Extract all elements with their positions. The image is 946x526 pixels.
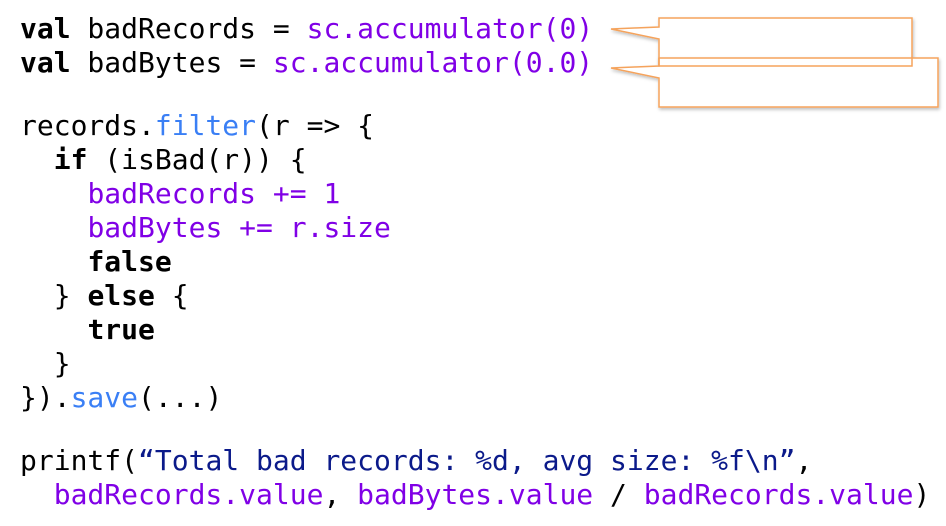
code-token-acc: badRecords.value <box>53 478 324 511</box>
code-token-plain: }). <box>20 381 71 414</box>
code-token-plain: / <box>593 478 644 511</box>
code-token-plain: badRecords = <box>70 12 307 45</box>
code-token-acc: sc.accumulator(0) <box>306 12 594 45</box>
code-token-acc: badBytes.value <box>357 478 594 511</box>
code-token-plain: } <box>20 347 71 380</box>
code-token-acc: badRecords.value <box>643 478 914 511</box>
code-line: val badBytes = sc.accumulator(0.0) <box>20 46 930 80</box>
code-token-fn: save <box>70 381 139 414</box>
code-token-kw: val <box>20 46 71 79</box>
code-token-fn: filter <box>154 109 257 142</box>
code-line: badBytes += r.size <box>20 211 930 245</box>
code-token-str: “Total bad records: %d, avg size: %f\n” <box>138 444 796 477</box>
code-token-plain: (...) <box>138 381 223 414</box>
code-block: val badRecords = sc.accumulator(0)val ba… <box>20 12 930 512</box>
code-token-kw: else <box>87 279 155 312</box>
code-line: }).save(...) <box>20 381 930 415</box>
code-line: badRecords += 1 <box>20 177 930 211</box>
code-line: badRecords.value, badBytes.value / badRe… <box>20 478 931 512</box>
code-token-acc: badBytes += r.size <box>87 211 391 244</box>
code-line: true <box>20 313 930 347</box>
code-line: false <box>20 245 930 279</box>
code-token-acc: sc.accumulator(0.0) <box>272 46 594 79</box>
code-token-plain: records. <box>20 109 155 142</box>
code-token-plain: printf( <box>20 444 139 477</box>
callout-overlap-edge <box>658 58 913 67</box>
code-line: } <box>20 347 930 381</box>
code-token-plain: , <box>795 444 813 477</box>
code-line: val badRecords = sc.accumulator(0) <box>20 12 930 46</box>
code-token-plain: (r => { <box>256 109 375 142</box>
callout-badrecords <box>610 17 913 67</box>
code-token-kw: val <box>20 12 71 45</box>
callout-badbytes <box>610 57 939 108</box>
code-token-plain: (isBad(r)) { <box>87 143 307 176</box>
code-token-plain: ) <box>913 478 931 511</box>
code-line: printf(“Total bad records: %d, avg size:… <box>20 444 930 478</box>
code-token-kw: if <box>53 143 88 176</box>
code-token-plain: , <box>323 478 358 511</box>
code-line: if (isBad(r)) { <box>20 143 930 177</box>
code-token-plain: { <box>154 279 189 312</box>
code-line: } else { <box>20 279 930 313</box>
code-token-kw: true <box>87 313 155 346</box>
code-token-acc: badRecords += 1 <box>87 177 341 210</box>
code-token-plain: badBytes = <box>70 46 273 79</box>
code-token-plain: } <box>20 279 88 312</box>
code-token-kw: false <box>87 245 172 278</box>
code-line: records.filter(r => { <box>20 109 930 143</box>
